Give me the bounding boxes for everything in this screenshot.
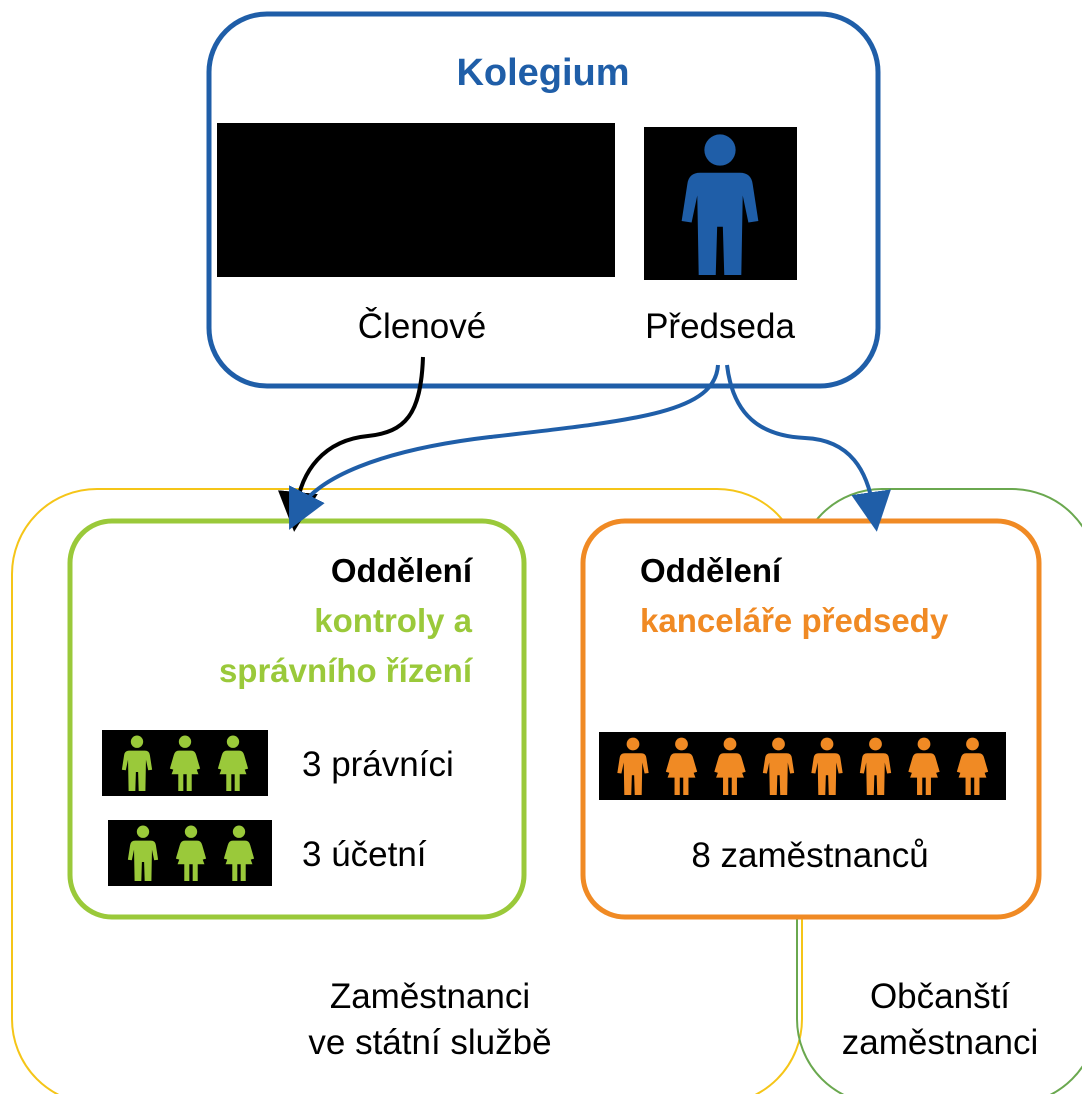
members-image-placeholder bbox=[217, 123, 615, 277]
lawyers-label: 3 právníci bbox=[302, 745, 454, 784]
accountants-label: 3 účetní bbox=[302, 835, 427, 874]
dept-office-box bbox=[580, 518, 1042, 920]
accountants-icon-strip bbox=[108, 820, 272, 886]
dept-control-name-line1: kontroly a bbox=[314, 602, 472, 639]
chair-to-control-arrow bbox=[289, 364, 720, 530]
civil-service-label-line2: ve státní službě bbox=[308, 1023, 552, 1062]
members-label: Členové bbox=[357, 307, 487, 346]
lawyers-icon-strip bbox=[102, 730, 268, 796]
members-to-control-arrow bbox=[277, 356, 425, 532]
office-staff-label: 8 zaměstnanců bbox=[691, 836, 929, 875]
chair-image-background bbox=[644, 127, 797, 280]
dept-office-name: kanceláře předsedy bbox=[640, 602, 949, 639]
dept-control-name-line2: správního řízení bbox=[218, 652, 472, 689]
kolegium-title: Kolegium bbox=[456, 52, 630, 94]
civic-employees-label-line1: Občanští bbox=[869, 977, 1011, 1016]
dept-control-heading: Oddělení bbox=[330, 552, 472, 589]
civic-employees-label-line2: zaměstnanci bbox=[841, 1023, 1039, 1062]
civil-service-label-line1: Zaměstnanci bbox=[329, 977, 531, 1016]
chair-to-office-arrow bbox=[725, 364, 891, 532]
dept-office-heading: Oddělení bbox=[640, 552, 782, 589]
office-staff-icon-strip bbox=[599, 732, 1006, 800]
chair-label: Předseda bbox=[645, 307, 795, 346]
